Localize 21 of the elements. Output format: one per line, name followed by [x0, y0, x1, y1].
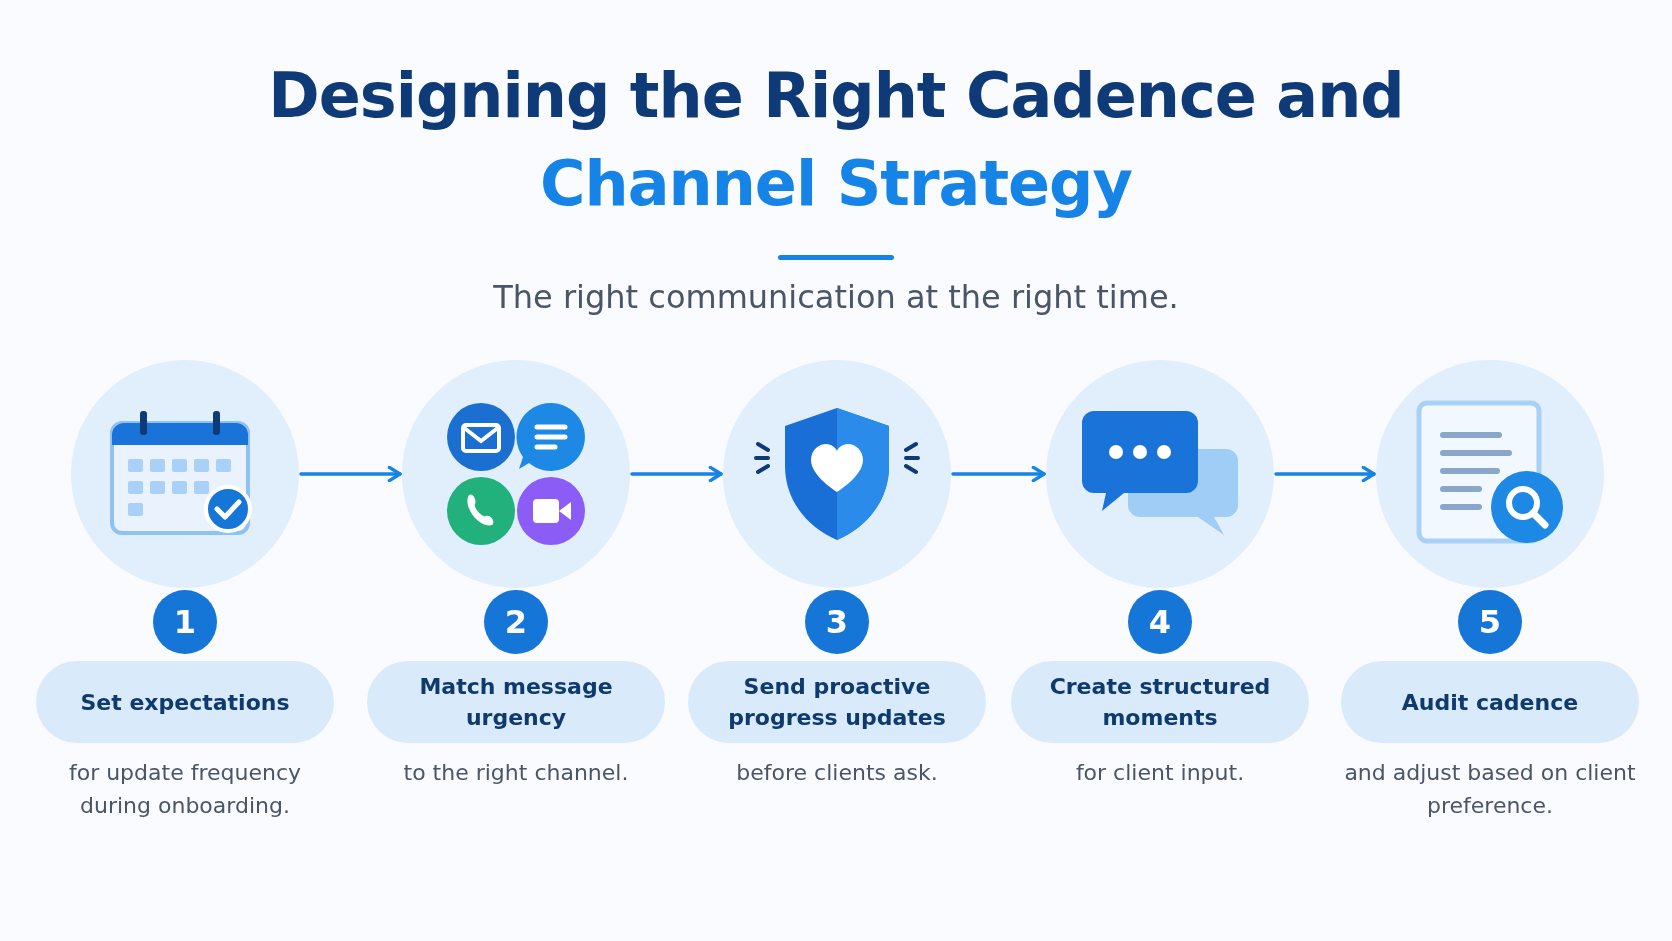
- arrow: [951, 465, 1046, 483]
- step-pill: Create structured moments: [1011, 661, 1309, 743]
- step-pill: Send proactive progress updates: [688, 661, 986, 743]
- step-description: before clients ask.: [735, 759, 939, 787]
- step-description: for client input.: [1074, 759, 1246, 787]
- arrow: [299, 465, 402, 483]
- arrow: [1274, 465, 1376, 483]
- step-number: 2: [484, 590, 548, 654]
- subtitle: The right communication at the right time.: [492, 278, 1180, 316]
- step-pill: Match message urgency: [367, 661, 665, 743]
- step-number: 4: [1128, 590, 1192, 654]
- step-number: 5: [1458, 590, 1522, 654]
- arrow: [630, 465, 723, 483]
- step-description: to the right channel.: [402, 759, 630, 787]
- step-description: and adjust based on client preference.: [1343, 759, 1637, 820]
- title: Designing the Right Cadence and Channel Strategy: [267, 58, 1405, 222]
- step-description: for update frequency during onboarding.: [67, 759, 303, 820]
- step-number: 1: [153, 590, 217, 654]
- step-pill: Set expectations: [36, 661, 334, 743]
- step-number: 3: [805, 590, 869, 654]
- step-pill: Audit cadence: [1341, 661, 1639, 743]
